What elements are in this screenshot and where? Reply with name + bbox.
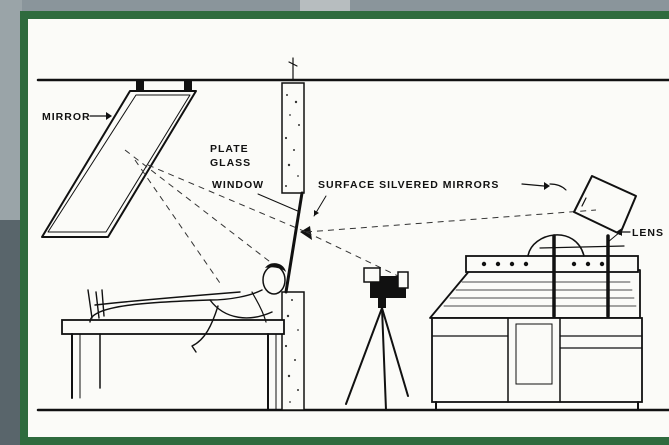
window-label: WINDOW: [212, 179, 264, 191]
surface-mirrors-arrow: [522, 182, 550, 190]
instrument-console: [430, 256, 642, 410]
camera-on-tripod: [346, 268, 408, 410]
mirror-label: MIRROR: [42, 111, 91, 123]
glass-label: GLASS: [210, 157, 251, 169]
ceiling-mirror: [42, 81, 196, 237]
plate-label: PLATE: [210, 143, 249, 155]
right-surface-mirror: [550, 176, 636, 234]
surface-silvered-mirrors-label: SURFACE SILVERED MIRRORS: [318, 179, 499, 191]
plate-glass-window: [258, 193, 302, 292]
table: [62, 320, 284, 410]
lens-label: LENS: [632, 227, 664, 239]
reclining-person: [88, 263, 286, 352]
mirror-arrow: [90, 112, 112, 120]
partition-wall: [282, 58, 304, 410]
small-surface-mirror: [300, 196, 326, 240]
lens-assembly: [528, 232, 624, 316]
